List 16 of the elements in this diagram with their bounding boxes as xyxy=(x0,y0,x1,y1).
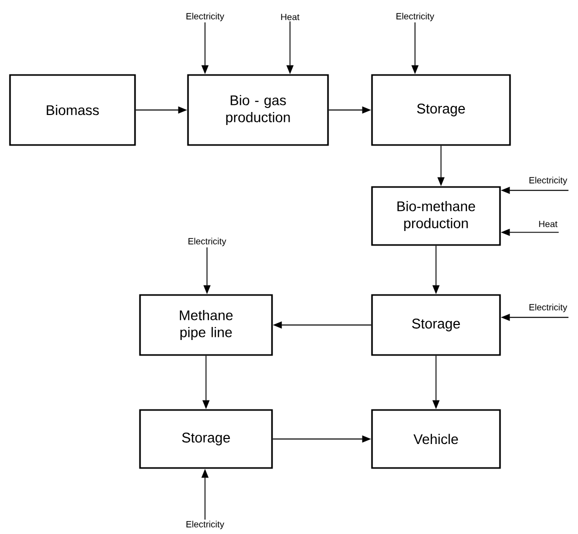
input-label: Electricity xyxy=(396,12,434,22)
input-label: Electricity xyxy=(529,304,568,312)
input-label: Heat xyxy=(281,14,300,20)
process-box: Storage xyxy=(371,74,511,146)
input-label: Electricity xyxy=(186,12,224,22)
input-label: Electricity xyxy=(529,176,568,186)
process-box: Vehicle xyxy=(371,409,501,469)
process-box: Storage xyxy=(139,409,273,469)
process-box: Biomass xyxy=(9,74,136,146)
process-box: Bio-methane production xyxy=(371,186,501,246)
input-label: Electricity xyxy=(188,238,226,246)
input-label: Electricity xyxy=(186,520,224,530)
input-label: Heat xyxy=(539,220,558,228)
process-box: Bio - gas production xyxy=(187,74,329,146)
process-box: Storage xyxy=(371,294,501,356)
process-box: Methane pipe line xyxy=(139,294,273,356)
